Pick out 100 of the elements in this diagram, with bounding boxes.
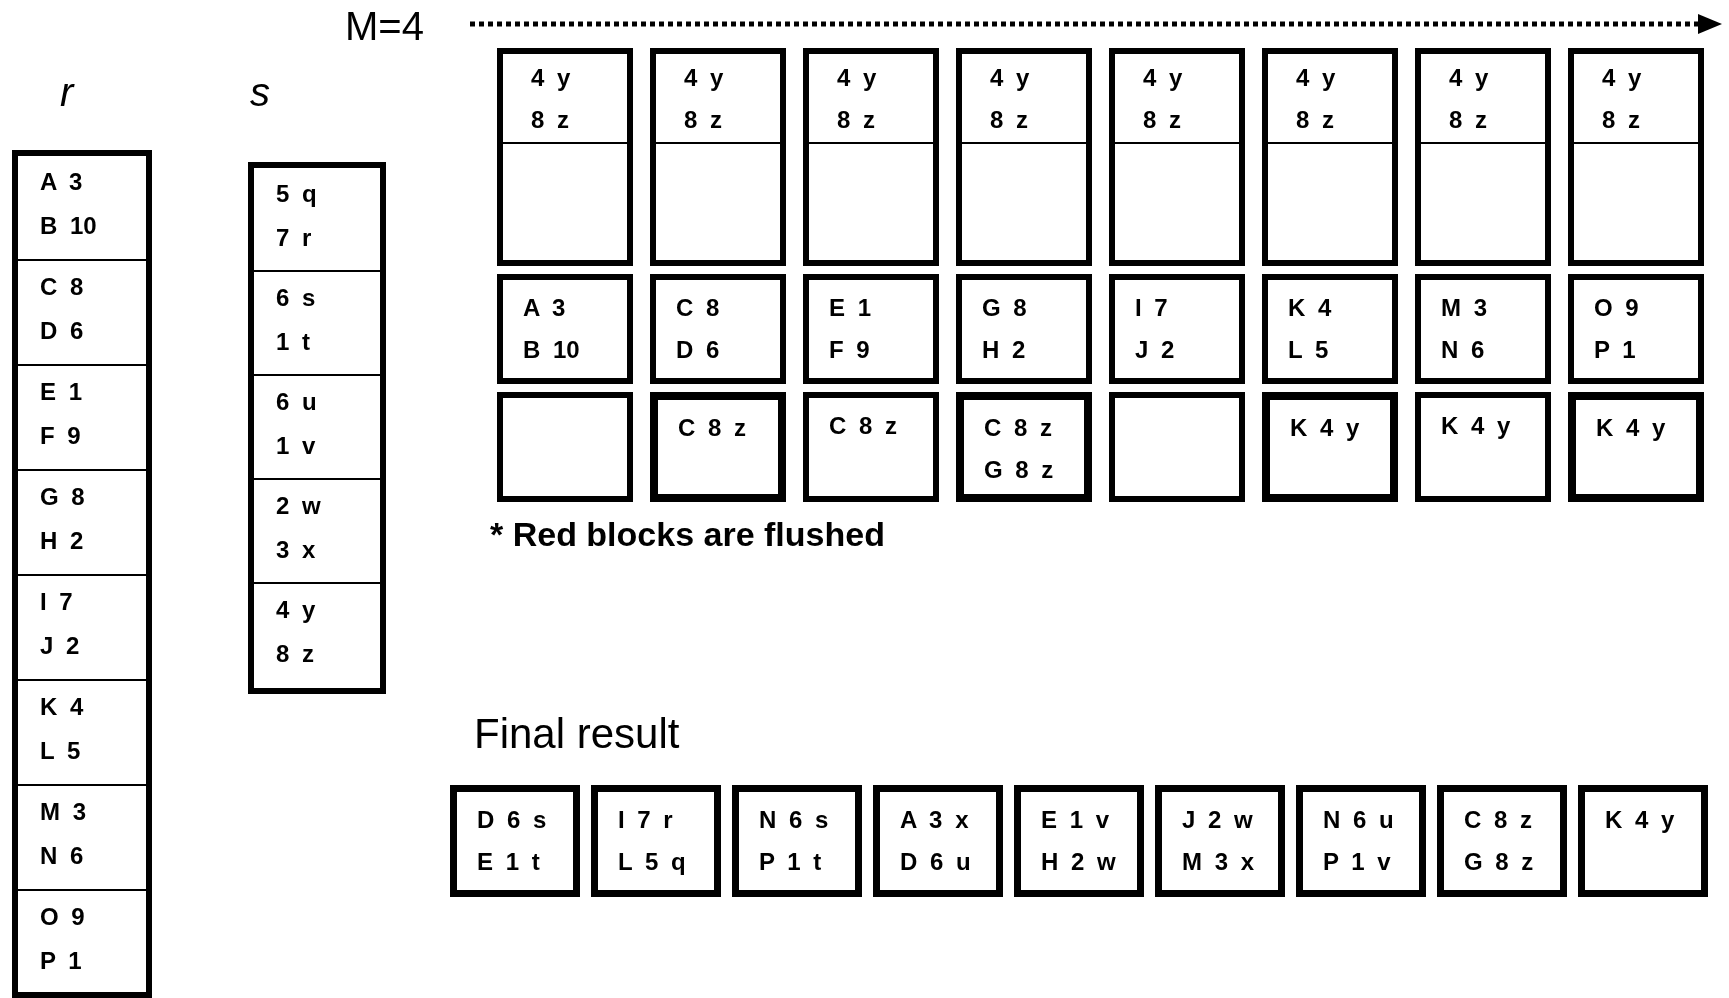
- relation-name: s: [250, 70, 270, 114]
- buffer-block: [1437, 785, 1567, 897]
- record-text: J 2: [40, 632, 80, 660]
- buffer-block: [497, 392, 633, 502]
- record-text: C 8 z: [1464, 806, 1532, 834]
- record-text: E 1: [829, 294, 872, 322]
- record-text: A 3 x: [900, 806, 969, 834]
- record-text: H 2: [40, 527, 84, 555]
- record-text: G 8 z: [984, 456, 1054, 484]
- record-text: A 3: [40, 168, 83, 196]
- buffer-block: [803, 48, 939, 266]
- buffer-block: [497, 48, 633, 266]
- record-text: N 6: [1441, 336, 1485, 364]
- record-text: 8 z: [684, 106, 722, 134]
- record-text: B 10: [523, 336, 580, 364]
- record-text: F 9: [829, 336, 870, 364]
- record-text: 1 v: [276, 432, 316, 460]
- record-text: E 1 v: [1041, 806, 1110, 834]
- record-text: E 1: [40, 378, 83, 406]
- record-text: N 6: [40, 842, 84, 870]
- record-text: P 1 v: [1323, 848, 1391, 876]
- buffer-block: [803, 392, 939, 502]
- record-text: G 8 z: [1464, 848, 1534, 876]
- buffer-block: [1578, 785, 1708, 897]
- record-text: C 8 z: [984, 414, 1052, 442]
- record-text: G 8: [40, 483, 85, 511]
- record-text: 6 u: [276, 388, 317, 416]
- record-text: 4 y: [1449, 64, 1489, 92]
- record-text: 8 z: [1143, 106, 1181, 134]
- buffer-block: [650, 392, 786, 502]
- buffer-block: [1568, 392, 1704, 502]
- record-text: C 8 z: [678, 414, 746, 442]
- buffer-block: [1415, 274, 1551, 384]
- record-text: I 7: [1135, 294, 1168, 322]
- record-text: 8 z: [1449, 106, 1487, 134]
- record-text: C 8: [676, 294, 720, 322]
- buffer-block: [497, 274, 633, 384]
- buffer-block: [956, 274, 1092, 384]
- record-text: F 9: [40, 422, 81, 450]
- record-text: 8 z: [276, 640, 314, 668]
- record-text: D 6 u: [900, 848, 971, 876]
- record-text: A 3: [523, 294, 566, 322]
- buffer-block: [1568, 48, 1704, 266]
- record-text: H 2 w: [1041, 848, 1116, 876]
- record-text: E 1 t: [477, 848, 540, 876]
- buffer-block: [1014, 785, 1144, 897]
- record-text: L 5 q: [618, 848, 686, 876]
- relation-name: r: [60, 70, 74, 114]
- buffer-block: [1415, 48, 1551, 266]
- buffer-block: [803, 274, 939, 384]
- record-text: M 3 x: [1182, 848, 1255, 876]
- record-text: J 2: [1135, 336, 1175, 364]
- record-text: 2 w: [276, 492, 321, 520]
- section-heading: Final result: [474, 710, 680, 758]
- record-text: 8 z: [1296, 106, 1334, 134]
- buffer-block: [1262, 48, 1398, 266]
- record-text: D 6 s: [477, 806, 547, 834]
- block-stack: [12, 150, 152, 998]
- footnote: * Red blocks are flushed: [490, 515, 885, 554]
- buffer-block: [1109, 392, 1245, 502]
- record-text: O 9: [1594, 294, 1639, 322]
- buffer-block: [1109, 48, 1245, 266]
- record-text: C 8: [40, 273, 84, 301]
- record-text: P 1 t: [759, 848, 822, 876]
- buffer-block: [956, 48, 1092, 266]
- buffer-block: [1568, 274, 1704, 384]
- buffer-block: [1415, 392, 1551, 502]
- record-text: 4 y: [1143, 64, 1183, 92]
- buffer-block: [956, 392, 1092, 502]
- record-text: 4 y: [1296, 64, 1336, 92]
- buffer-block: [732, 785, 862, 897]
- record-text: 1 t: [276, 328, 310, 356]
- record-text: P 1: [40, 947, 82, 975]
- record-text: L 5: [40, 737, 81, 765]
- record-text: M 3: [1441, 294, 1487, 322]
- record-text: L 5: [1288, 336, 1329, 364]
- record-text: N 6 s: [759, 806, 829, 834]
- record-text: I 7: [40, 588, 73, 616]
- record-text: 4 y: [990, 64, 1030, 92]
- record-text: 8 z: [1602, 106, 1640, 134]
- record-text: 4 y: [276, 596, 316, 624]
- record-text: C 8 z: [829, 412, 897, 440]
- record-text: 8 z: [531, 106, 569, 134]
- record-text: I 7 r: [618, 806, 673, 834]
- record-text: O 9: [40, 903, 85, 931]
- record-text: K 4 y: [1605, 806, 1675, 834]
- record-text: K 4: [40, 693, 84, 721]
- record-text: B 10: [40, 212, 97, 240]
- record-text: 4 y: [531, 64, 571, 92]
- record-text: K 4 y: [1290, 414, 1360, 442]
- record-text: K 4: [1288, 294, 1332, 322]
- buffer-block: [650, 274, 786, 384]
- record-text: K 4 y: [1441, 412, 1511, 440]
- buffer-block: [1109, 274, 1245, 384]
- record-text: 8 z: [837, 106, 875, 134]
- record-text: D 6: [676, 336, 720, 364]
- record-text: N 6 u: [1323, 806, 1394, 834]
- buffer-block: [591, 785, 721, 897]
- record-text: 7 r: [276, 224, 312, 252]
- record-text: J 2 w: [1182, 806, 1253, 834]
